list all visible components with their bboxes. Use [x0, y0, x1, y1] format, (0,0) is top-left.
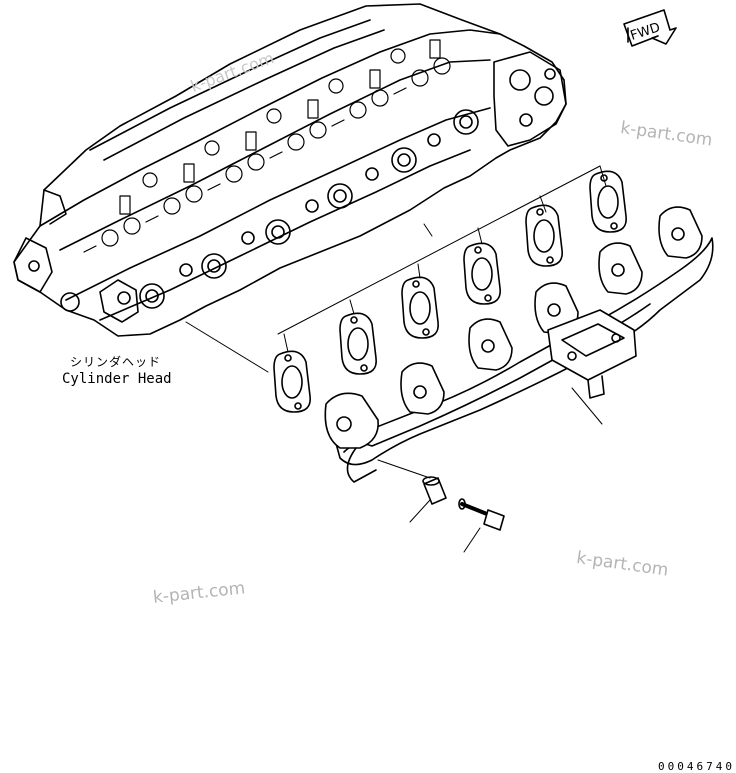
manifold-bolt — [458, 498, 505, 531]
fwd-arrow-icon: FWD — [623, 9, 677, 47]
gasket-1 — [273, 350, 311, 413]
drawing-number: 00046740 — [658, 760, 735, 773]
spacer-sleeve — [422, 476, 447, 505]
callout-leaders — [185, 165, 607, 553]
gasket-6 — [589, 170, 627, 233]
gasket-3 — [401, 276, 439, 339]
gasket-set — [273, 170, 627, 413]
exhaust-manifold — [324, 206, 714, 483]
cylinder-head-label-jp: シリンダヘッド — [70, 355, 162, 369]
gasket-5 — [525, 204, 563, 267]
cylinder-head-label-en: Cylinder Head — [62, 371, 172, 387]
gasket-4 — [463, 242, 501, 305]
gasket-2 — [339, 312, 377, 375]
cylinder-head — [13, 3, 567, 337]
